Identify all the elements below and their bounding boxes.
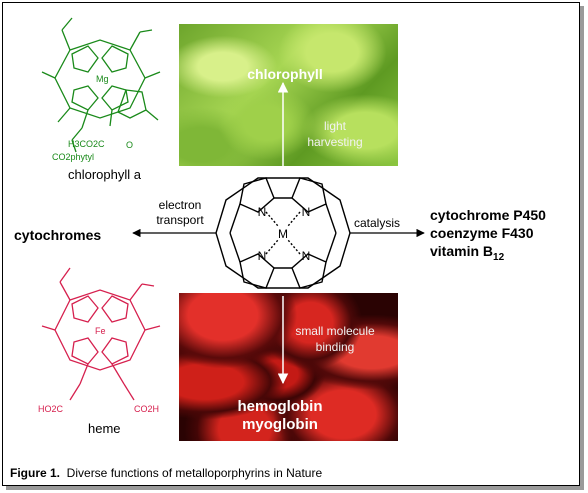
catalysis-label: catalysis <box>354 216 401 230</box>
small-molecule-note-line1: small molecule <box>295 324 375 338</box>
figure-number: Figure 1. <box>10 466 61 480</box>
hemoglobin-label: hemoglobin <box>237 398 323 415</box>
chlorophyll-phytyl-label: CO2phytyl <box>52 152 94 162</box>
harvesting-note-line2: harvesting <box>307 135 363 149</box>
heme-acid-right-label: CO2H <box>134 404 159 414</box>
electron-transport-label: electron transport <box>150 198 210 228</box>
figure-caption: Figure 1. Diverse functions of metallopo… <box>10 466 322 480</box>
metalloenzymes-list: cytochrome P450 coenzyme F430 vitamin B1… <box>430 206 546 267</box>
cytochrome-p450-label: cytochrome P450 <box>430 207 546 223</box>
nitrogen-2-label: N <box>302 205 311 219</box>
light-note-line1: light <box>323 119 346 133</box>
metal-center-label: M <box>278 227 288 241</box>
chlorophyll-ketone-label: O <box>126 140 133 150</box>
heme-acid-left-label: HO2C <box>38 404 64 414</box>
electron-label: electron <box>158 198 202 212</box>
porphyrin-core <box>215 177 351 289</box>
binding-note-line2: binding <box>315 340 355 354</box>
cytochromes-label: cytochromes <box>14 227 102 243</box>
vitamin-b-subscript: 12 <box>493 251 505 263</box>
heme-label: heme <box>88 421 121 436</box>
myoglobin-label: myoglobin <box>242 416 318 433</box>
chlorophyll-photo-title: chlorophyll <box>247 66 323 82</box>
chlorophyll-metal-label: Mg <box>96 74 109 84</box>
nitrogen-3-label: N <box>258 249 267 263</box>
red-blood-cells-photo <box>179 293 398 441</box>
nitrogen-1-label: N <box>258 205 267 219</box>
vitamin-b-text: vitamin B <box>430 243 494 259</box>
hemoglobin-myoglobin-title: hemoglobin myoglobin <box>220 398 340 434</box>
transport-label: transport <box>156 213 204 227</box>
heme-metal-label: Fe <box>95 326 106 336</box>
small-molecule-binding-note: small molecule binding <box>290 323 380 355</box>
chlorophyll-ester-label: H3CO2C <box>68 139 105 149</box>
light-harvesting-note: light harvesting <box>300 118 370 150</box>
heme-structure <box>41 267 161 401</box>
coenzyme-f430-label: coenzyme F430 <box>430 225 534 241</box>
vitamin-b12-label: vitamin B12 <box>430 242 546 267</box>
leaf-photo <box>179 24 398 166</box>
figure-caption-text: Diverse functions of metalloporphyrins i… <box>60 466 323 480</box>
nitrogen-4-label: N <box>302 249 311 263</box>
chlorophyll-a-structure <box>41 17 161 153</box>
chlorophyll-a-label: chlorophyll a <box>68 167 141 182</box>
